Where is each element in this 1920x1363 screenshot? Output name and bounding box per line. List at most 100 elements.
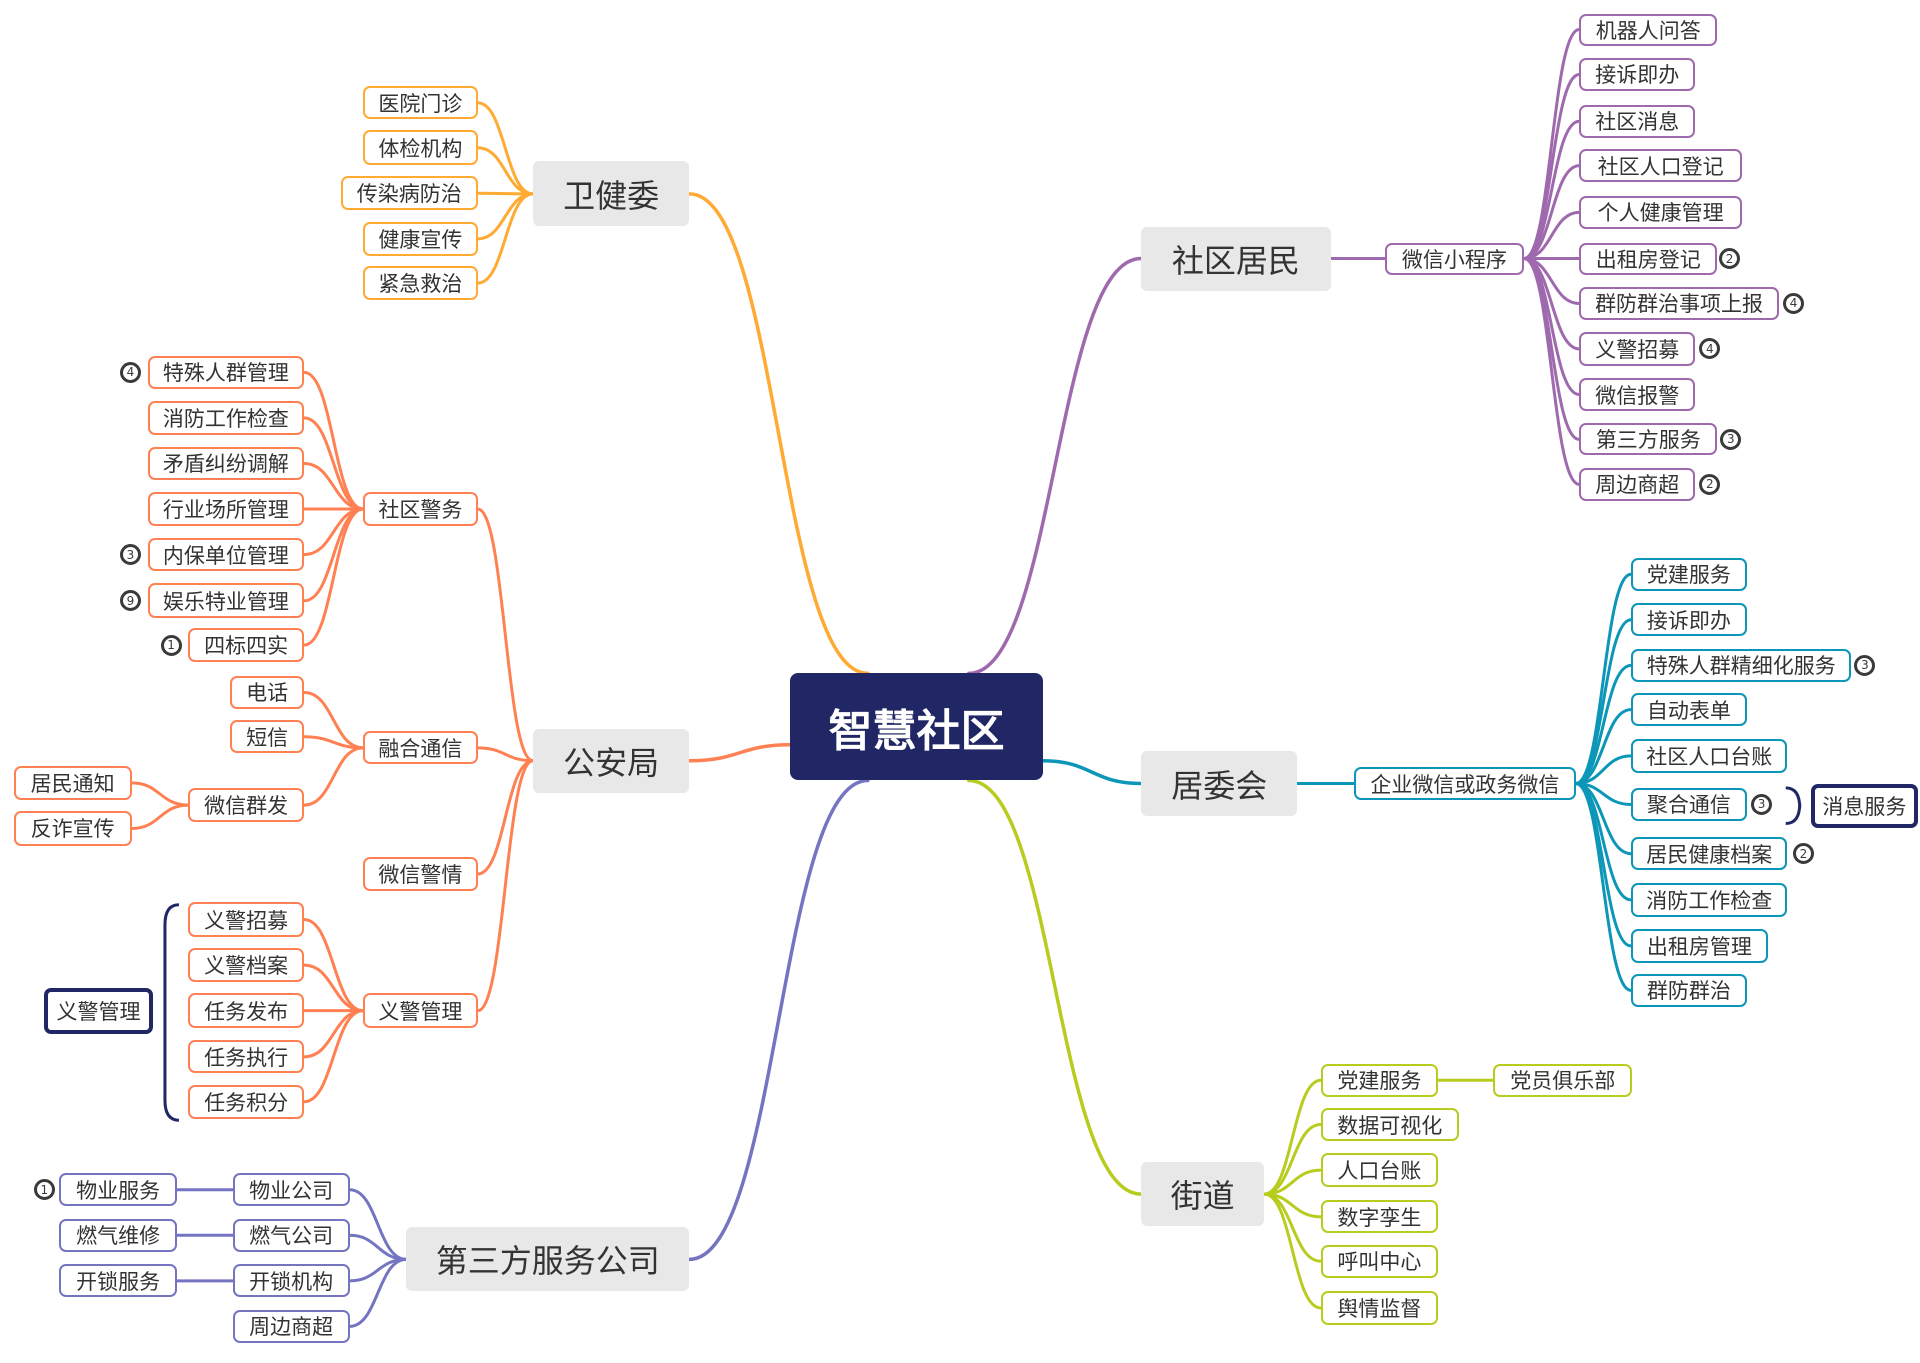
leaf-node[interactable]: 开锁机构 <box>232 1264 350 1298</box>
leaf-node[interactable]: 短信 <box>230 720 305 754</box>
leaf-node[interactable]: 社区人口台账 <box>1631 738 1788 774</box>
sub-node-unified-comm[interactable]: 融合通信 <box>363 731 478 765</box>
leaf-node[interactable]: 出租房管理 <box>1631 929 1768 963</box>
leaf-node[interactable]: 党员俱乐部 <box>1493 1063 1633 1097</box>
connector-line <box>1040 759 1143 786</box>
leaf-node[interactable]: 自动表单 <box>1631 693 1747 727</box>
leaf-node-label: 开锁服务 <box>76 1269 161 1294</box>
leaf-node[interactable]: 物业公司 <box>232 1173 350 1207</box>
root-node[interactable]: 智慧社区 <box>790 673 1043 781</box>
leaf-node[interactable]: 任务发布 <box>188 993 305 1028</box>
leaf-node[interactable]: 舆情监督 <box>1320 1291 1438 1325</box>
priority-badge-icon: 3 <box>119 544 141 566</box>
leaf-node[interactable]: 四标四实 <box>188 627 305 663</box>
connector-line <box>348 1188 408 1261</box>
leaf-node[interactable]: 社区人口登记 <box>1579 148 1742 183</box>
branch-node-wjw-label: 卫健委 <box>563 176 660 215</box>
connector-line <box>302 1009 365 1104</box>
leaf-node[interactable]: 党建服务 <box>1320 1063 1438 1097</box>
leaf-node[interactable]: 机器人问答 <box>1579 13 1718 46</box>
leaf-node[interactable]: 消防工作检查 <box>147 401 305 435</box>
sub-node-wechat-miniprogram[interactable]: 微信小程序 <box>1384 242 1524 275</box>
summary-node-message-service[interactable]: 消息服务 <box>1810 784 1918 829</box>
leaf-node[interactable]: 矛盾纠纷调解 <box>147 446 305 481</box>
branch-node-jd[interactable]: 街道 <box>1141 1162 1265 1227</box>
leaf-node[interactable]: 接诉即办 <box>1579 57 1696 92</box>
leaf-node[interactable]: 电话 <box>230 675 305 710</box>
leaf-node[interactable]: 消防工作检查 <box>1631 882 1788 918</box>
leaf-node[interactable]: 社区消息 <box>1579 104 1696 138</box>
leaf-node[interactable]: 娱乐特业管理 <box>147 583 305 618</box>
priority-badge-icon: 4 <box>1699 338 1721 360</box>
leaf-node-label: 党建服务 <box>1337 1069 1422 1094</box>
priority-badge-icon: 2 <box>1792 843 1814 865</box>
connector-line <box>302 735 365 750</box>
leaf-node[interactable]: 群防群治事项上报 <box>1579 286 1779 321</box>
leaf-node[interactable]: 接诉即办 <box>1631 603 1747 637</box>
leaf-node-label: 接诉即办 <box>1595 63 1680 88</box>
sub-node-enterprise-wechat[interactable]: 企业微信或政务微信 <box>1354 766 1576 801</box>
leaf-node[interactable]: 传染病防治 <box>340 176 478 211</box>
leaf-node[interactable]: 义警招募 <box>188 902 305 937</box>
leaf-node[interactable]: 微信报警 <box>1579 377 1696 412</box>
connector-line <box>348 1257 408 1328</box>
sub-node-wechat-alert[interactable]: 微信警情 <box>363 856 478 892</box>
connector-line <box>1262 1123 1323 1196</box>
priority-badge-icon: 9 <box>119 590 141 612</box>
leaf-node[interactable]: 健康宣传 <box>363 221 478 257</box>
leaf-node[interactable]: 周边商超 <box>232 1309 350 1344</box>
leaf-node[interactable]: 特殊人群管理 <box>147 355 305 389</box>
leaf-node[interactable]: 居民健康档案 <box>1631 837 1788 871</box>
leaf-node[interactable]: 第三方服务 <box>1579 423 1718 456</box>
leaf-node[interactable]: 任务积分 <box>188 1084 305 1119</box>
leaf-node[interactable]: 数据可视化 <box>1320 1107 1459 1142</box>
leaf-node[interactable]: 体检机构 <box>363 130 478 165</box>
leaf-node-label: 微信报警 <box>1595 383 1680 408</box>
connector-line <box>1574 708 1633 786</box>
leaf-node[interactable]: 反诈宣传 <box>13 811 132 846</box>
leaf-node[interactable]: 居民通知 <box>13 765 132 801</box>
branch-node-dsf[interactable]: 第三方服务公司 <box>406 1227 690 1292</box>
leaf-node[interactable]: 人口台账 <box>1320 1153 1438 1187</box>
leaf-node[interactable]: 行业场所管理 <box>147 492 305 526</box>
connector-line <box>476 101 535 196</box>
priority-badge-icon: 3 <box>1720 428 1742 450</box>
leaf-node[interactable]: 义警招募 <box>1579 332 1696 366</box>
leaf-node[interactable]: 开锁服务 <box>59 1264 178 1298</box>
leaf-node-label: 义警档案 <box>204 954 289 979</box>
branch-node-jwh-label: 居委会 <box>1171 766 1268 805</box>
leaf-node[interactable]: 紧急救治 <box>363 265 478 301</box>
leaf-node[interactable]: 数字孪生 <box>1320 1200 1438 1234</box>
connector-line <box>302 370 365 511</box>
leaf-node[interactable]: 聚合通信 <box>1631 787 1747 822</box>
priority-badge-icon: 3 <box>1751 793 1773 815</box>
connector-line <box>302 746 365 807</box>
leaf-node[interactable]: 呼叫中心 <box>1320 1244 1438 1278</box>
branch-node-wjw[interactable]: 卫健委 <box>533 161 690 227</box>
summary-node-volunteer-mgmt[interactable]: 义警管理 <box>44 988 153 1035</box>
leaf-node[interactable]: 微信群发 <box>188 787 305 823</box>
leaf-node-label: 出租房登记 <box>1595 247 1701 272</box>
leaf-node[interactable]: 周边商超 <box>1579 467 1696 501</box>
sub-node-volunteer-police[interactable]: 义警管理 <box>363 993 478 1028</box>
branch-node-sqjm[interactable]: 社区居民 <box>1141 226 1331 291</box>
leaf-node[interactable]: 内保单位管理 <box>147 537 305 572</box>
leaf-node[interactable]: 出租房登记 <box>1579 242 1718 275</box>
leaf-node-label: 呼叫中心 <box>1337 1250 1422 1275</box>
leaf-node[interactable]: 义警档案 <box>188 947 305 983</box>
leaf-node-label: 任务发布 <box>204 999 289 1024</box>
sub-node-community-police[interactable]: 社区警务 <box>363 492 478 526</box>
leaf-node[interactable]: 物业服务 <box>59 1173 178 1207</box>
leaf-node[interactable]: 燃气公司 <box>232 1218 350 1252</box>
leaf-node[interactable]: 特殊人群精细化服务 <box>1631 648 1852 682</box>
leaf-node[interactable]: 个人健康管理 <box>1579 195 1742 229</box>
leaf-node[interactable]: 任务执行 <box>188 1040 305 1074</box>
leaf-node[interactable]: 燃气维修 <box>59 1218 178 1252</box>
leaf-node[interactable]: 医院门诊 <box>363 86 478 120</box>
leaf-node-label: 自动表单 <box>1646 698 1731 723</box>
leaf-node[interactable]: 党建服务 <box>1631 557 1747 591</box>
branch-node-jwh[interactable]: 居委会 <box>1141 750 1298 817</box>
branch-node-gaj[interactable]: 公安局 <box>533 728 690 793</box>
leaf-node[interactable]: 群防群治 <box>1631 973 1747 1007</box>
